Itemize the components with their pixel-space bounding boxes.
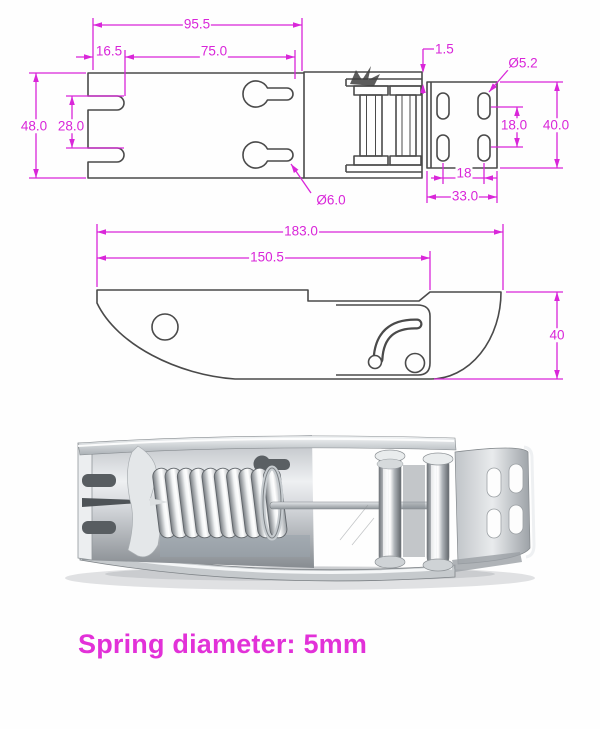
- dim-slot-row-spacing: 18.0: [499, 117, 529, 133]
- dim-slot-col-spacing: 18: [455, 165, 473, 181]
- dim-slot-diameter: Ø5.2: [507, 55, 539, 71]
- body-plate-outline: [87, 72, 304, 179]
- slot: [477, 92, 491, 120]
- product-photo: [65, 435, 536, 590]
- lever-plate: [336, 304, 431, 376]
- dim-overall-width: 95.5: [182, 16, 212, 32]
- keyhole-slot-bottom: [242, 141, 294, 169]
- roller-2: [389, 85, 422, 166]
- rivet-hole-left: [151, 313, 179, 341]
- pivot-hole: [404, 352, 426, 374]
- roller-1: [353, 85, 389, 166]
- dim-notch-spacing: 28.0: [56, 118, 86, 134]
- side-view-drawing: [96, 289, 502, 380]
- photo-roller-2: [422, 452, 454, 572]
- dim-end-height: 40: [548, 327, 566, 343]
- print-smudge: [350, 66, 380, 86]
- slot: [436, 134, 450, 162]
- slot: [477, 134, 491, 162]
- dim-notch-depth: 16.5: [94, 43, 124, 59]
- top-view-drawing: [87, 66, 498, 179]
- keyhole-slot-top: [242, 80, 294, 108]
- dimension-arrowheads: [33, 22, 560, 379]
- dim-overall-height: 48.0: [19, 118, 49, 134]
- photo-roller-1: [374, 449, 406, 569]
- dim-overall-length: 183.0: [283, 223, 319, 239]
- spring-diameter-caption: Spring diameter: 5mm: [78, 629, 368, 659]
- side-profile-outline: [96, 289, 502, 380]
- dim-end-plate-width: 33.0: [450, 188, 480, 204]
- dim-keyhole-diameter: Ø6.0: [315, 192, 347, 208]
- buckle-frame: [303, 71, 423, 179]
- dim-end-plate-height: 40.0: [541, 117, 571, 133]
- dim-body-length: 150.5: [249, 249, 285, 265]
- pin-hole-small: [367, 354, 383, 370]
- dim-plate-gap: 1.5: [434, 41, 455, 57]
- slot: [436, 92, 450, 120]
- dim-body-width: 75.0: [199, 43, 229, 59]
